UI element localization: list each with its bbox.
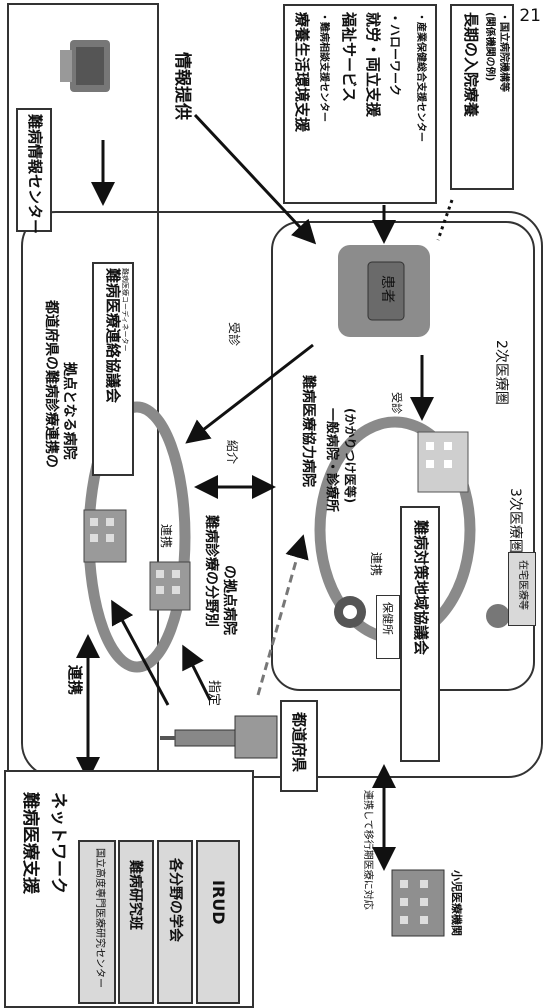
national-center-label: 難病情報センター <box>27 114 42 234</box>
specialty-line2: の拠点病院 <box>222 565 236 635</box>
general-clinic-line1: 一般病院・診療所 <box>325 408 338 512</box>
long-term-title: 長期の入院療養 <box>463 12 478 117</box>
pediatric-building-icon <box>392 870 444 936</box>
specialty-hospital-icon <box>150 562 190 610</box>
prefecture-hub-line2: 拠点となる病院 <box>62 362 76 460</box>
long-term-item-1: (関係機関の例) <box>484 12 494 81</box>
long-term-arrow <box>438 200 452 240</box>
hub-hospital-icon <box>84 510 126 562</box>
network-member-3: 各分野の学会 <box>168 858 182 942</box>
referral-label: 紹介 <box>226 440 238 464</box>
cooperating-hospital-label: 難病医療協力病院 <box>301 375 315 487</box>
health-center-label: 保健所 <box>382 602 393 635</box>
support-title: 療養生活環境支援 <box>294 12 309 132</box>
tertiary-area-label: 3次医療圏 <box>508 488 522 553</box>
general-clinic-line2: (かかりつけ医等) <box>344 408 356 503</box>
specialty-line1: 難病診療の分野別 <box>204 515 218 627</box>
secondary-area-label: 2次医療圏 <box>494 340 508 405</box>
clinic-icon <box>418 432 468 492</box>
council-sub: 難病医療コーディネーター <box>121 268 128 352</box>
consult2-label: 受診 <box>391 392 402 414</box>
regional-council-label: 難病対策地域協議会 <box>413 520 428 655</box>
designation-dashed-arrow <box>258 540 302 695</box>
network-member-4: IRUD <box>210 880 226 925</box>
support-item-4: ・ハローワーク <box>389 12 401 96</box>
network-link-label: 連携 <box>67 665 82 695</box>
page-number: 21 <box>519 6 541 26</box>
computer-icon <box>60 40 110 92</box>
patient-label: 患者 <box>380 275 394 303</box>
home-care-label: 在宅医療等 <box>517 560 527 610</box>
home-care-icon <box>486 604 510 628</box>
network-title-2: ネットワーク <box>49 792 66 894</box>
network-member-1: 国立高度専門医療研究センター <box>94 848 104 988</box>
consult-arrow <box>190 345 313 440</box>
prefecture-hub-line1: 都道府県の難病診療連携の <box>44 300 58 468</box>
support-item-3: 就労・両立支援 <box>365 12 380 117</box>
pediatric-label: 小児医療機関 <box>451 870 462 936</box>
network-title-1: 難病医療支援 <box>21 792 38 894</box>
support-item-2: 福祉サービス <box>341 12 356 102</box>
support-item-1: ・難病相談支援センター <box>318 12 328 122</box>
prefecture-label: 都道府県 <box>291 712 306 772</box>
consult-label: 受診 <box>228 322 240 346</box>
designation-label: 指定 <box>207 680 220 706</box>
prefecture-building-icon <box>160 716 277 758</box>
council-title: 難病医療連絡協議会 <box>105 268 120 403</box>
info-provision-label: 情報提供 <box>173 52 190 120</box>
regional-link-label: 連携 <box>370 552 382 576</box>
support-item-5: ・産業保健総合支援センター <box>415 12 425 142</box>
long-term-item-2: ・国立病院機構等 <box>498 12 508 92</box>
pediatric-link-label: 連携して移行期医療に対応 <box>362 790 372 910</box>
network-member-2: 難病研究班 <box>128 860 142 930</box>
loop-link-label: 連携 <box>160 524 172 548</box>
